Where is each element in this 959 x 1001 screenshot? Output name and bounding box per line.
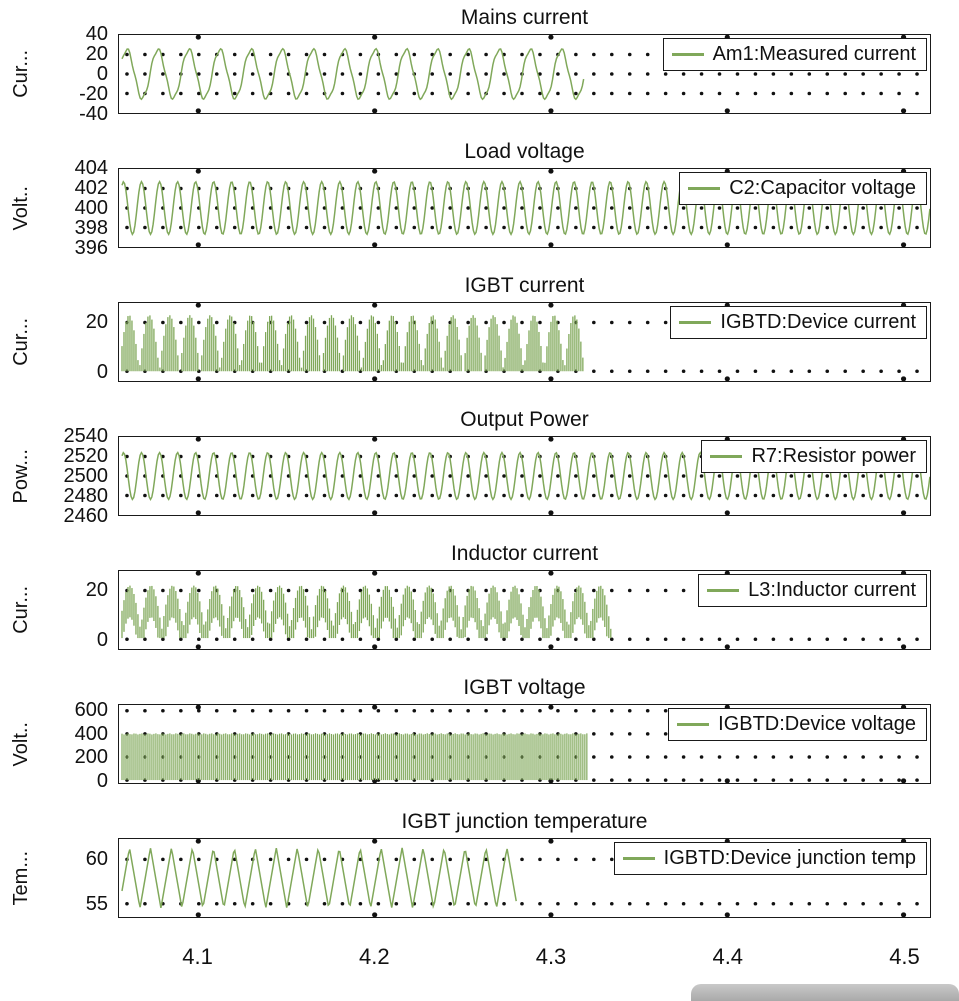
legend[interactable]: IGBTD:Device current	[670, 306, 927, 339]
legend-label: IGBTD:Device current	[720, 311, 916, 333]
x-tick-label: 4.4	[712, 944, 744, 969]
legend[interactable]: IGBTD:Device voltage	[668, 708, 927, 741]
plot-area[interactable]: IGBTD:Device voltage	[118, 704, 931, 784]
y-tick-label: 40	[85, 23, 108, 45]
plot-area[interactable]: L3:Inductor current	[118, 570, 931, 650]
y-tick-label: 20	[85, 43, 108, 65]
y-tick-label: 0	[96, 361, 108, 383]
legend-line-sample	[710, 455, 743, 458]
x-tick-label: 4.5	[889, 944, 920, 969]
legend-label: IGBTD:Device voltage	[718, 713, 916, 735]
legend[interactable]: R7:Resistor power	[701, 440, 927, 473]
chart-title: Load voltage	[464, 140, 585, 163]
y-tick-label: 55	[85, 893, 108, 916]
y-tick-label: 402	[74, 177, 108, 199]
y-tick-label: 0	[96, 629, 108, 651]
chart-title: Output Power	[460, 408, 589, 431]
chart-title: IGBT voltage	[463, 676, 586, 699]
plot-area[interactable]: IGBTD:Device current	[118, 302, 931, 382]
legend-label: R7:Resistor power	[751, 445, 916, 467]
legend[interactable]: Am1:Measured current	[662, 38, 927, 71]
plot-area[interactable]: Am1:Measured current	[118, 34, 931, 114]
legend[interactable]: C2:Capacitor voltage	[679, 172, 927, 205]
y-tick-label: 60	[85, 847, 108, 870]
legend-line-sample	[679, 321, 712, 324]
waveform-svg	[121, 35, 919, 113]
waveform-svg	[121, 303, 919, 381]
legend-line-sample	[688, 187, 721, 190]
waveform-svg	[121, 705, 919, 783]
y-tick-label: -20	[79, 83, 108, 105]
chart-title: Inductor current	[450, 542, 599, 565]
y-tick-label: 404	[74, 157, 108, 179]
y-tick-label: 400	[74, 197, 108, 219]
x-axis-labels: 4.1 4.2 4.3 4.4 4.5	[0, 944, 959, 978]
legend-line-sample	[707, 589, 740, 592]
plot-area[interactable]: R7:Resistor power	[118, 436, 931, 516]
y-tick-labels: 20 0	[0, 302, 112, 383]
chart-title: IGBT current	[464, 274, 585, 297]
y-tick-label: 600	[74, 698, 108, 721]
y-tick-labels: 60 55	[0, 838, 112, 918]
legend-line-sample	[677, 723, 710, 726]
y-tick-label: 2480	[63, 485, 109, 507]
y-tick-label: 398	[74, 217, 108, 239]
y-tick-label: 20	[85, 579, 108, 601]
legend-label: L3:Inductor current	[748, 579, 916, 601]
y-tick-label: 20	[85, 311, 108, 333]
chart-title: IGBT junction temperature	[401, 810, 648, 833]
legend[interactable]: L3:Inductor current	[698, 574, 927, 607]
y-tick-label: 2540	[63, 425, 109, 447]
x-tick-label: 4.2	[358, 944, 390, 969]
plot-area[interactable]: IGBTD:Device junction temp	[118, 838, 931, 918]
y-tick-label: 0	[96, 770, 108, 793]
legend-label: C2:Capacitor voltage	[729, 177, 916, 199]
x-tick-label: 4.3	[535, 944, 567, 969]
bottom-right-gray-shape	[691, 984, 959, 1001]
chart-title: Mains current	[460, 6, 589, 29]
legend-line-sample	[622, 857, 655, 860]
legend-label: Am1:Measured current	[712, 43, 916, 65]
y-tick-label: 2520	[63, 445, 109, 467]
plot-area[interactable]: C2:Capacitor voltage	[118, 168, 931, 248]
legend[interactable]: IGBTD:Device junction temp	[613, 842, 927, 875]
legend-label: IGBTD:Device junction temp	[663, 847, 916, 869]
y-tick-label: 2460	[63, 505, 109, 527]
legend-line-sample	[671, 53, 704, 56]
y-tick-label: 400	[74, 722, 108, 745]
x-tick-label: 4.1	[182, 944, 213, 969]
y-tick-labels: 20 0	[0, 570, 112, 651]
y-tick-label: 2500	[63, 465, 109, 487]
y-tick-label: 200	[74, 746, 108, 769]
y-tick-label: -40	[79, 103, 108, 125]
y-tick-label: 0	[96, 63, 108, 85]
y-tick-label: 396	[74, 237, 108, 259]
